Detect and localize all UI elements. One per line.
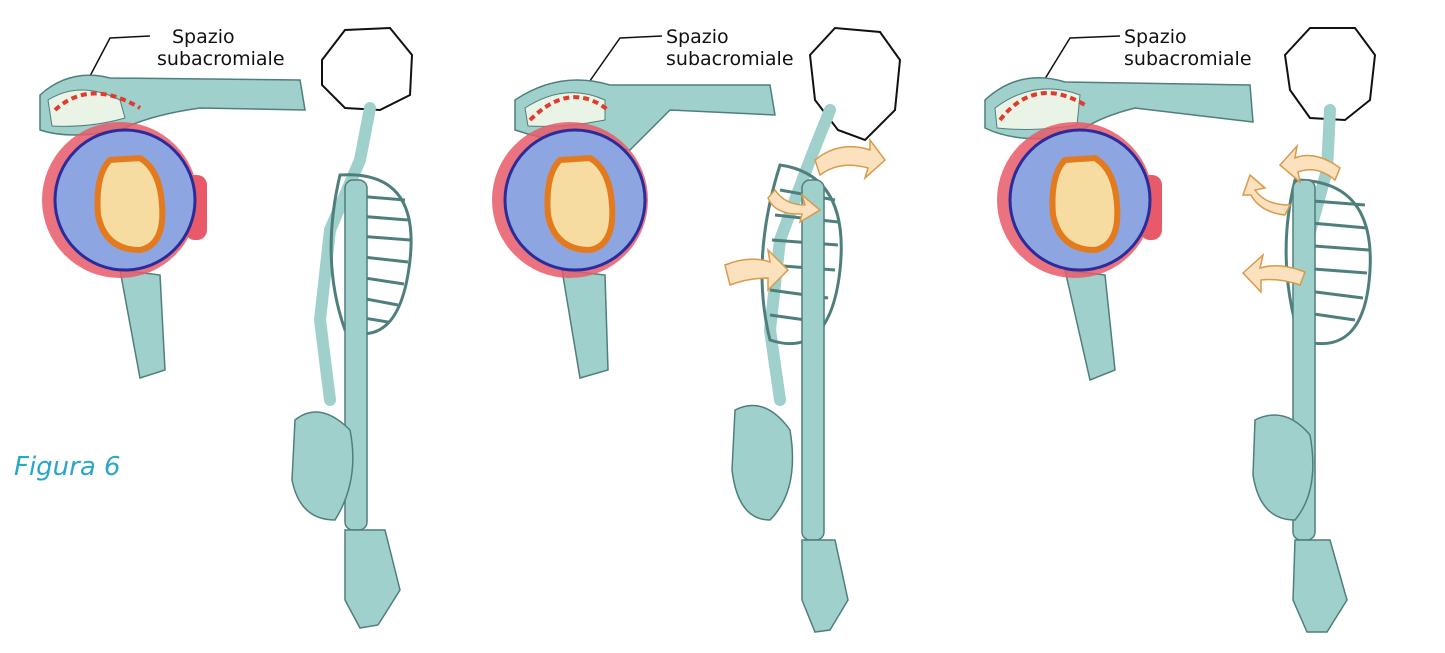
scapula xyxy=(120,270,165,378)
panel-2: Spazio subacromiale xyxy=(470,0,950,653)
glenoid-cartilage xyxy=(1053,158,1118,250)
arm-bones xyxy=(802,180,824,540)
pelvis xyxy=(732,406,793,521)
panel-3: Spazio subacromiale xyxy=(955,0,1435,653)
panel-1: Spazio subacromiale xyxy=(0,0,480,653)
scapula xyxy=(562,270,608,378)
pelvis xyxy=(292,412,353,520)
shoulder-and-skeleton-illustration xyxy=(0,0,480,653)
hand xyxy=(802,540,848,632)
glenoid-cartilage xyxy=(548,158,613,250)
rotation-arrow-icon xyxy=(1243,175,1290,215)
skull xyxy=(322,28,412,110)
shoulder-and-skeleton-illustration xyxy=(470,0,950,653)
scapula xyxy=(1065,270,1115,380)
shoulder-and-skeleton-illustration xyxy=(955,0,1435,653)
hand xyxy=(345,530,400,628)
hand xyxy=(1293,540,1347,632)
pelvis xyxy=(1253,415,1313,520)
glenoid-cartilage xyxy=(98,158,163,250)
rotation-arrow-icon xyxy=(815,140,885,178)
